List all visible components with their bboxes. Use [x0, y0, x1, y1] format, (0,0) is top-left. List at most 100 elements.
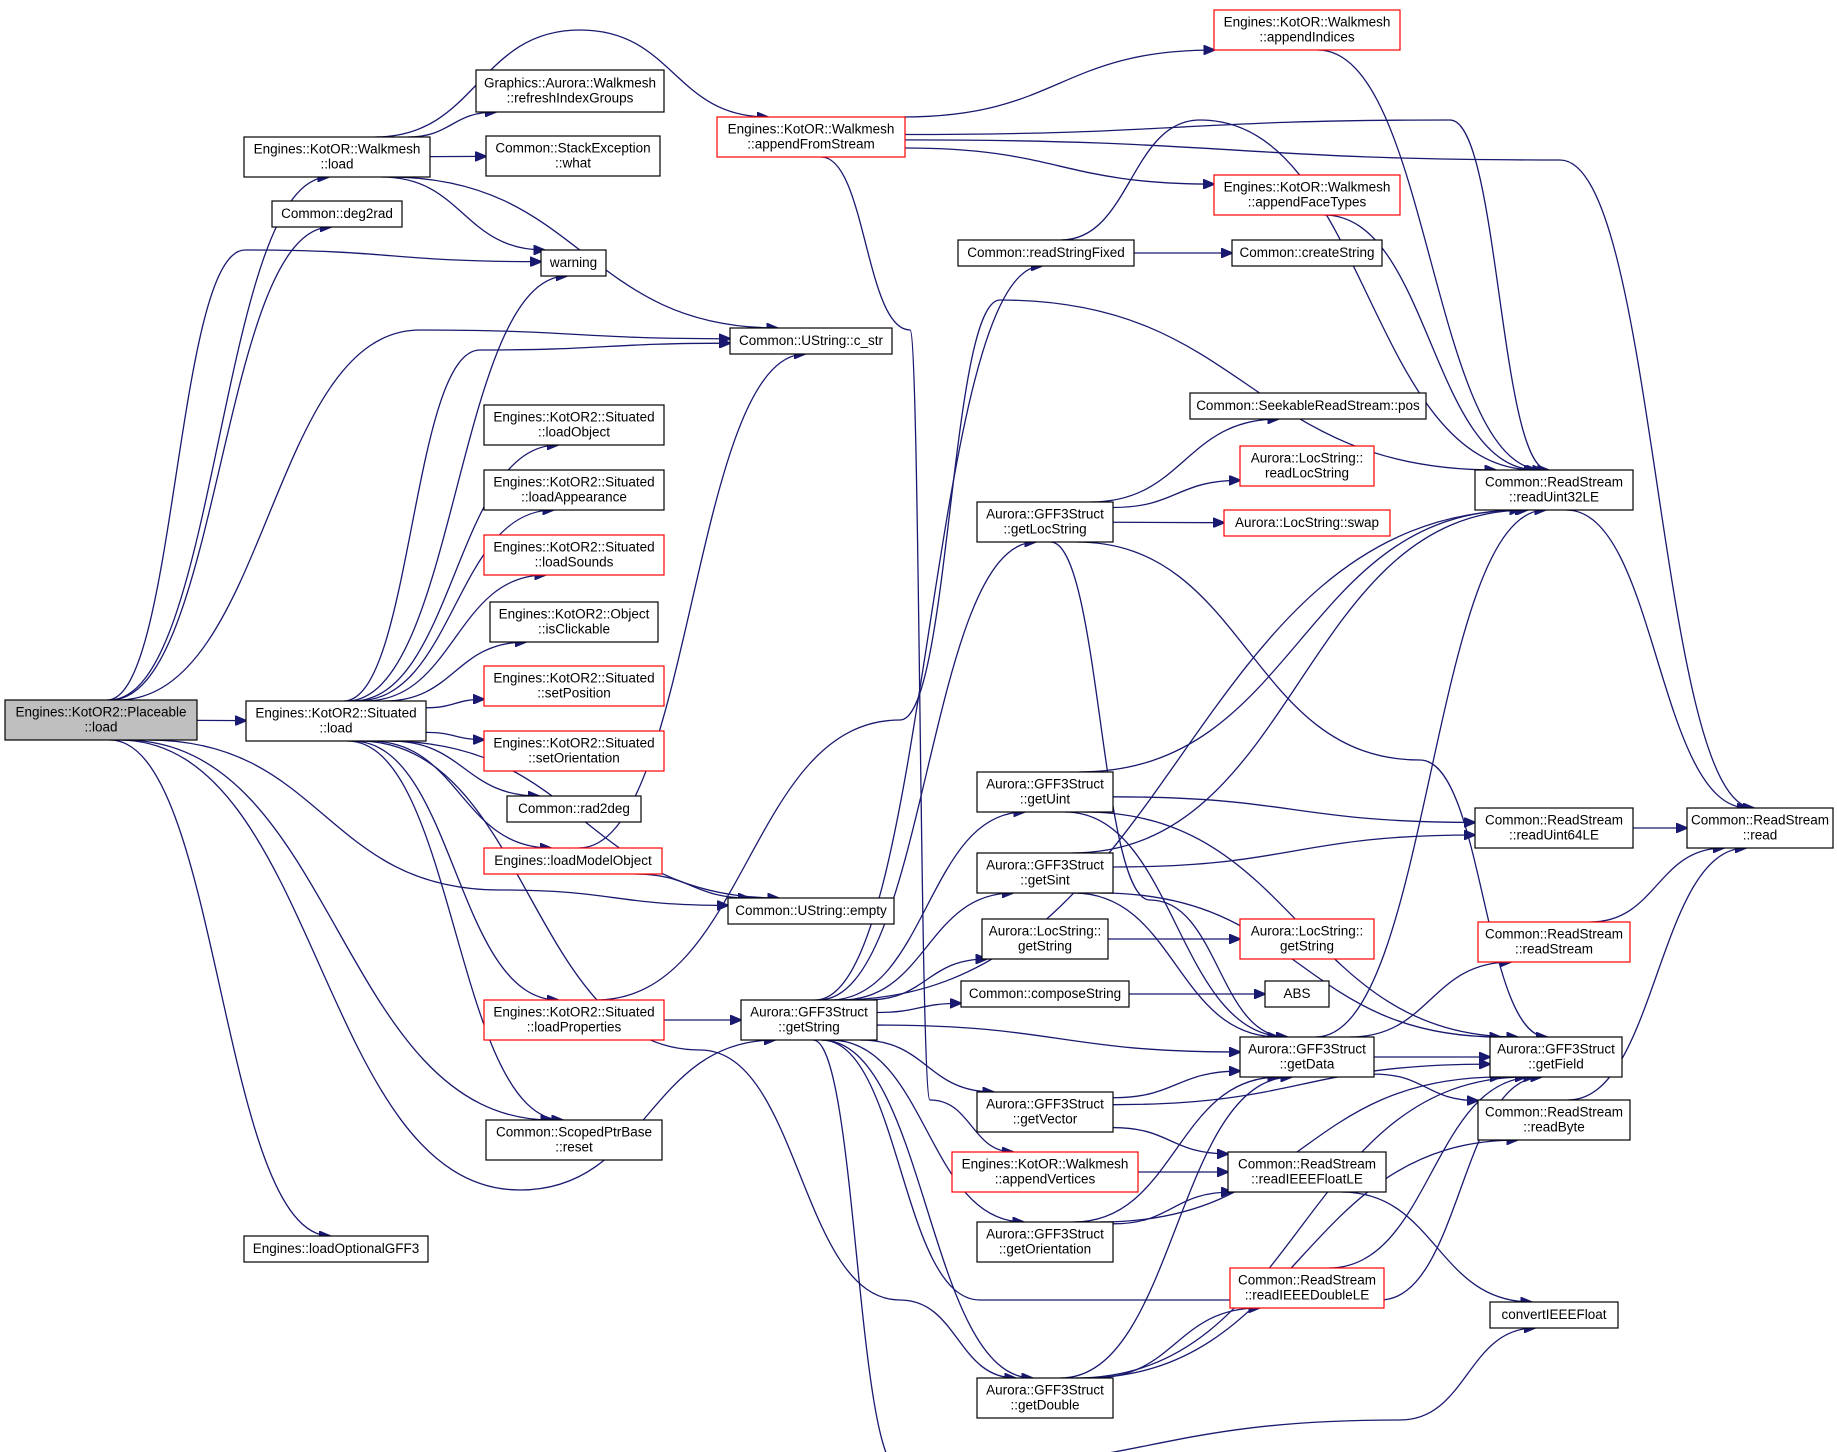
node-root[interactable]: Engines::KotOR2::Placeable::load: [4, 699, 198, 741]
node-empty[interactable]: Common::UString::empty: [727, 897, 895, 925]
node-deg2rad[interactable]: Common::deg2rad: [271, 200, 403, 228]
node-label: Common::ReadStream: [1485, 927, 1623, 942]
node-getDouble[interactable]: Aurora::GFF3Struct::getDouble: [976, 1377, 1114, 1419]
node-createString[interactable]: Common::createString: [1231, 239, 1383, 267]
node-readLocString[interactable]: Aurora::LocString::readLocString: [1239, 445, 1375, 487]
node-box: [1474, 469, 1634, 511]
node-swap[interactable]: Aurora::LocString::swap: [1223, 509, 1391, 537]
node-appendIndices[interactable]: Engines::KotOR::Walkmesh::appendIndices: [1213, 9, 1401, 51]
edge-readStream-to-read: [1590, 848, 1724, 923]
node-readStream[interactable]: Common::ReadStream::readStream: [1477, 921, 1631, 963]
node-reset[interactable]: Common::ScopedPtrBase::reset: [485, 1119, 663, 1161]
node-appendFromStream[interactable]: Engines::KotOR::Walkmesh::appendFromStre…: [716, 116, 906, 158]
node-box: [485, 1119, 663, 1161]
edge-line: [1081, 1140, 1518, 1379]
node-getString[interactable]: Aurora::GFF3Struct::getString: [740, 999, 878, 1041]
node-getSint[interactable]: Aurora::GFF3Struct::getSint: [976, 852, 1114, 894]
node-label: ::read: [1743, 828, 1778, 843]
node-label: ::readStream: [1515, 942, 1593, 957]
node-getLocString[interactable]: Aurora::GFF3Struct::getLocString: [976, 501, 1114, 543]
node-composeString[interactable]: Common::composeString: [960, 980, 1130, 1008]
node-label: Engines::KotOR2::Situated: [493, 671, 654, 686]
node-label: Common::ReadStream: [1691, 813, 1829, 828]
node-box: [1213, 9, 1401, 51]
node-rad2deg[interactable]: Common::rad2deg: [506, 795, 642, 823]
node-loadAppearance[interactable]: Engines::KotOR2::Situated::loadAppearanc…: [483, 469, 665, 511]
node-setOrientation[interactable]: Engines::KotOR2::Situated::setOrientatio…: [483, 730, 665, 772]
edge-line: [347, 740, 562, 1120]
edge-line: [109, 177, 328, 701]
node-label: Aurora::LocString::: [1251, 451, 1364, 466]
edge-situated_load-to-loadObject: [352, 445, 558, 702]
node-label: ::readUint64LE: [1509, 828, 1599, 843]
node-box: [540, 249, 607, 277]
node-isClickable[interactable]: Engines::KotOR2::Object::isClickable: [489, 601, 659, 643]
node-box: [483, 999, 665, 1041]
node-loadModelObject[interactable]: Engines::loadModelObject: [483, 847, 663, 875]
node-label: getString: [1280, 939, 1334, 954]
edge-kwalk_load-to-refreshIndexGroups: [407, 112, 496, 138]
node-setPosition[interactable]: Engines::KotOR2::Situated::setPosition: [483, 665, 665, 707]
node-label: ::appendVertices: [995, 1172, 1096, 1187]
edge-kwalk_load-to-warning: [381, 176, 545, 250]
edge-line: [903, 50, 1215, 118]
node-situated_load[interactable]: Engines::KotOR2::Situated::load: [245, 700, 427, 742]
node-appendVertices[interactable]: Engines::KotOR::Walkmesh::appendVertices: [951, 1151, 1139, 1193]
node-getUint[interactable]: Aurora::GFF3Struct::getUint: [976, 771, 1114, 813]
node-box: [729, 327, 893, 355]
node-warning[interactable]: warning: [540, 249, 607, 277]
node-readStringFixed[interactable]: Common::readStringFixed: [957, 239, 1135, 267]
node-box: [1223, 509, 1391, 537]
node-label: Graphics::Aurora::Walkmesh: [484, 76, 656, 91]
edge-root-to-reset: [123, 739, 552, 1120]
node-getData[interactable]: Aurora::GFF3Struct::getData: [1239, 1036, 1375, 1078]
edge-line: [1073, 1077, 1278, 1223]
edge-line: [1112, 796, 1475, 823]
node-c_str[interactable]: Common::UString::c_str: [729, 327, 893, 355]
node-ABS[interactable]: ABS: [1264, 980, 1330, 1008]
node-label: readLocString: [1265, 466, 1349, 481]
node-label: Common::UString::empty: [735, 903, 887, 918]
node-locGetString[interactable]: Aurora::LocString::getString: [981, 918, 1109, 960]
node-read[interactable]: Common::ReadStream::read: [1686, 807, 1834, 849]
node-label: ::readByte: [1523, 1120, 1585, 1135]
edge-loadProperties-to-readUint32LE: [595, 299, 1496, 1001]
edge-getString-to-getVector: [860, 1039, 993, 1092]
edge-line: [358, 740, 1015, 1378]
edge-kwalk_load-to-appendFromStream: [375, 29, 768, 138]
node-readByte[interactable]: Common::ReadStream::readByte: [1477, 1099, 1631, 1141]
node-refreshIndexGroups[interactable]: Graphics::Aurora::Walkmesh::refreshIndex…: [475, 69, 665, 113]
node-readUint64LE[interactable]: Common::ReadStream::readUint64LE: [1474, 807, 1634, 849]
node-label: Aurora::GFF3Struct: [750, 1005, 868, 1020]
node-label: ABS: [1283, 986, 1310, 1001]
node-getVector[interactable]: Aurora::GFF3Struct::getVector: [976, 1091, 1114, 1133]
node-loadOptionalGFF3[interactable]: Engines::loadOptionalGFF3: [243, 1235, 429, 1263]
node-getOrientation[interactable]: Aurora::GFF3Struct::getOrientation: [976, 1221, 1114, 1263]
node-loadSounds[interactable]: Engines::KotOR2::Situated::loadSounds: [483, 534, 665, 576]
edge-line: [1064, 811, 1287, 1037]
node-locGetString2[interactable]: Aurora::LocString::getString: [1239, 918, 1375, 960]
node-pos[interactable]: Common::SeekableReadStream::pos: [1189, 392, 1427, 420]
node-readIEEEDoubleLE[interactable]: Common::ReadStream::readIEEEDoubleLE: [1229, 1267, 1385, 1309]
node-appendFaceTypes[interactable]: Engines::KotOR::Walkmesh::appendFaceType…: [1213, 174, 1401, 216]
node-loadProperties[interactable]: Engines::KotOR2::Situated::loadPropertie…: [483, 999, 665, 1041]
edge-getDouble-to-readIEEEDoubleLE: [1092, 1308, 1260, 1379]
node-convertIEEEFloat[interactable]: convertIEEEFloat: [1489, 1301, 1619, 1329]
node-readIEEEFloatLE[interactable]: Common::ReadStream::readIEEEFloatLE: [1227, 1151, 1387, 1193]
node-loadObject[interactable]: Engines::KotOR2::Situated::loadObject: [483, 404, 665, 446]
node-getField[interactable]: Aurora::GFF3Struct::getField: [1489, 1036, 1623, 1078]
node-kwalk_load[interactable]: Engines::KotOR::Walkmesh::load: [243, 136, 431, 178]
edge-getSint-to-readUint64LE: [1112, 835, 1475, 868]
edge-line: [1100, 1077, 1501, 1223]
edge-line: [375, 29, 768, 138]
node-label: ::readUint32LE: [1509, 490, 1599, 505]
node-label: Common::readStringFixed: [967, 245, 1125, 260]
node-box: [1227, 1151, 1387, 1193]
node-label: ::getVector: [1013, 1112, 1078, 1127]
node-box: [1213, 174, 1401, 216]
node-readUint32LE[interactable]: Common::ReadStream::readUint32LE: [1474, 469, 1634, 511]
node-stackexc[interactable]: Common::StackException::what: [485, 135, 661, 177]
node-box: [957, 239, 1135, 267]
edge-getString-to-readStringFixed: [815, 266, 1042, 1001]
node-label: Engines::loadOptionalGFF3: [253, 1241, 420, 1256]
